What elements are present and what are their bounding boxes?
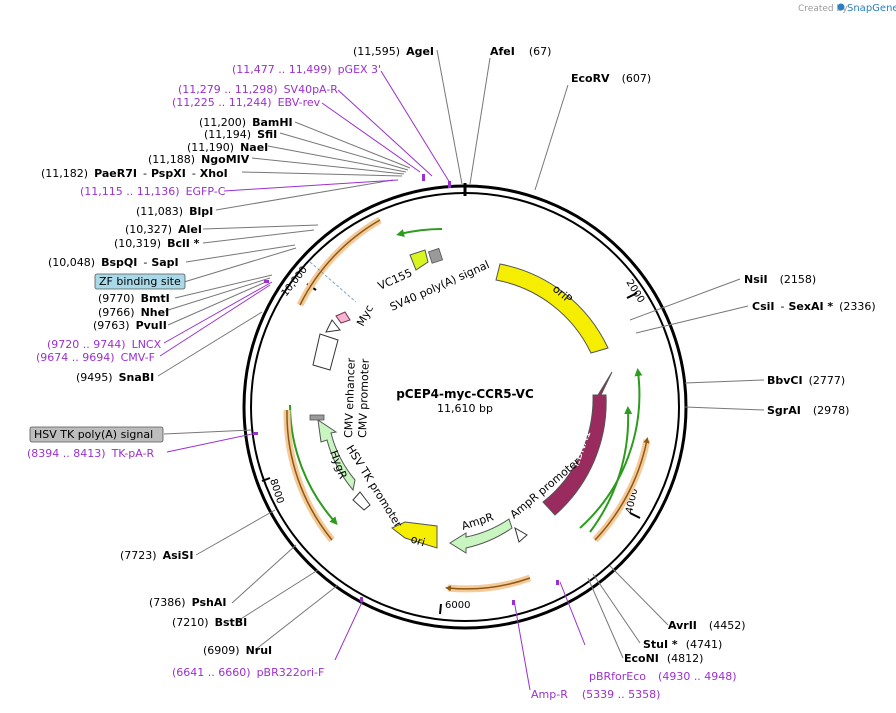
enzyme-BspQI-SapI: (10,048)BspQI-SapI bbox=[48, 256, 179, 269]
primer-EGFP-C: (11,115 .. 11,136)EGFP-C bbox=[80, 185, 226, 198]
enzyme-AfeI: AfeI(67) bbox=[490, 45, 551, 58]
enzyme-SgrAI: SgrAI(2978) bbox=[767, 404, 849, 417]
hsv-tk-promoter-feature[interactable] bbox=[352, 491, 371, 511]
primer-leader-lines bbox=[159, 70, 586, 691]
cmv-promoter-label: CMV promoter bbox=[356, 358, 372, 438]
enzyme-AsiSI: (7723)AsiSI bbox=[120, 549, 193, 562]
leader-lines bbox=[157, 49, 765, 659]
cmv-enhancer-label: CMV enhancer bbox=[342, 357, 358, 438]
orf-arc-e[interactable] bbox=[594, 437, 650, 541]
orf-arc-s[interactable] bbox=[445, 577, 531, 592]
zf-binding-site-box[interactable]: ZF binding site bbox=[94, 273, 186, 290]
credit-prefix: Created by bbox=[798, 4, 848, 14]
enzyme-NsiI: NsiI(2158) bbox=[744, 273, 816, 286]
sv40-polya-label: SV40 poly(A) signal bbox=[388, 258, 491, 314]
enzyme-EcoRV: EcoRV(607) bbox=[571, 72, 651, 85]
enzyme-EcoNI: EcoNI(4812) bbox=[624, 652, 703, 665]
enzyme-labels: (11,595)AgeI AfeI(67) EcoRV(607) NsiI(21… bbox=[41, 45, 876, 665]
credit-brand: SnapGene bbox=[847, 3, 896, 14]
plasmid-name: pCEP4-myc-CCR5-VC bbox=[396, 387, 534, 401]
enzyme-NruI: (6909)NruI bbox=[203, 644, 272, 657]
orf-arc-top[interactable] bbox=[396, 227, 443, 237]
primer-SV40pA-R: (11,279 .. 11,298)SV40pA-R bbox=[178, 83, 338, 96]
orf-arcs[interactable] bbox=[283, 216, 651, 593]
snapgene-credit: Created by SnapGene bbox=[798, 3, 896, 14]
enzyme-BbvCI: BbvCI(2777) bbox=[767, 374, 845, 387]
primer-pGEX3: (11,477 .. 11,499)pGEX 3' bbox=[232, 63, 381, 76]
enzyme-AvrII: AvrII(4452) bbox=[668, 619, 745, 632]
orf-arc-e1[interactable] bbox=[579, 368, 643, 529]
enzyme-BclI: (10,319)BclI * bbox=[114, 237, 200, 250]
AmpR-feature[interactable] bbox=[449, 518, 513, 554]
myc-label: Myc bbox=[354, 303, 376, 329]
myc-feature[interactable] bbox=[335, 311, 351, 324]
plasmid-length: 11,610 bp bbox=[437, 402, 493, 415]
hsv-tk-polya-label: HSV TK poly(A) signal bbox=[34, 428, 153, 441]
enzyme-PaeR7I-PspXI-XhoI: (11,182)PaeR7I-PspXI-XhoI bbox=[41, 167, 228, 180]
enzyme-CsiI-SexAI: CsiI-SexAI *(2336) bbox=[752, 300, 876, 313]
primer-LNCX: (9720 .. 9744)LNCX bbox=[47, 338, 162, 351]
enzyme-SfiI: (11,194)SfiI bbox=[204, 128, 277, 141]
primer-pBR322ori-F: (6641 .. 6660)pBR322ori-F bbox=[172, 666, 324, 679]
enzyme-NaeI: (11,190)NaeI bbox=[187, 141, 268, 154]
vc155-label: VC155 bbox=[376, 266, 414, 293]
ori-feature[interactable] bbox=[391, 521, 438, 549]
tick-8000: 8000 bbox=[267, 478, 285, 506]
snapgene-logo-icon bbox=[837, 3, 845, 11]
ori-label: ori bbox=[409, 532, 427, 549]
enzyme-NgoMIV: (11,188)NgoMIV bbox=[148, 153, 250, 166]
enzyme-SnaBI: (9495)SnaBI bbox=[76, 371, 154, 384]
enzyme-BmtI: (9770)BmtI bbox=[98, 292, 170, 305]
enzyme-StuI: StuI *(4741) bbox=[643, 638, 722, 651]
primer-CMV-F: (9674 .. 9694)CMV-F bbox=[36, 351, 155, 364]
tick-6000: 6000 bbox=[445, 600, 470, 611]
enzyme-BamHI: (11,200)BamHI bbox=[199, 116, 293, 129]
enzyme-BlpI: (11,083)BlpI bbox=[136, 205, 213, 218]
enzyme-NheI: (9766)NheI bbox=[98, 306, 169, 319]
enzyme-AgeI: (11,595)AgeI bbox=[353, 45, 434, 58]
HygR-feature[interactable] bbox=[317, 418, 356, 492]
orf-arc-nw[interactable] bbox=[299, 219, 381, 306]
orf-arc-e2[interactable] bbox=[589, 406, 633, 533]
hsv-tk-polya-feature[interactable] bbox=[309, 414, 325, 421]
ampr-promoter-feature[interactable] bbox=[514, 526, 528, 543]
zf-binding-site-label: ZF binding site bbox=[99, 275, 181, 288]
orf-arc-w-green[interactable] bbox=[289, 404, 338, 525]
hsv-tk-polya-box[interactable]: HSV TK poly(A) signal bbox=[29, 426, 164, 443]
enzyme-PvuII: (9763)PvuII bbox=[93, 319, 167, 332]
tick-2000: 2000 bbox=[623, 278, 646, 305]
enzyme-PshAI: (7386)PshAI bbox=[149, 596, 226, 609]
primer-EBV-rev: (11,225 .. 11,244)EBV-rev bbox=[172, 96, 321, 109]
enzyme-BstBI: (7210)BstBI bbox=[172, 616, 247, 629]
cmv-promoter-feature[interactable] bbox=[325, 319, 341, 333]
sv40-polya-feature[interactable] bbox=[427, 247, 444, 264]
cmv-enhancer-feature[interactable] bbox=[312, 333, 339, 371]
primer-marks bbox=[253, 174, 559, 605]
oriP-feature[interactable] bbox=[495, 263, 609, 354]
primer-Amp-R: Amp-R(5339 .. 5358) bbox=[531, 688, 660, 701]
vc155-feature[interactable] bbox=[409, 249, 429, 271]
primer-TK-pA-R: (8394 .. 8413)TK-pA-R bbox=[27, 447, 155, 460]
EBNA1-feature[interactable] bbox=[542, 371, 613, 516]
orf-arc-w[interactable] bbox=[286, 409, 333, 541]
primer-pBRforEco: pBRforEco(4930 .. 4948) bbox=[589, 670, 737, 683]
enzyme-AleI: (10,327)AleI bbox=[125, 223, 202, 236]
primer-labels: (11,477 .. 11,499)pGEX 3' (11,279 .. 11,… bbox=[27, 63, 737, 701]
